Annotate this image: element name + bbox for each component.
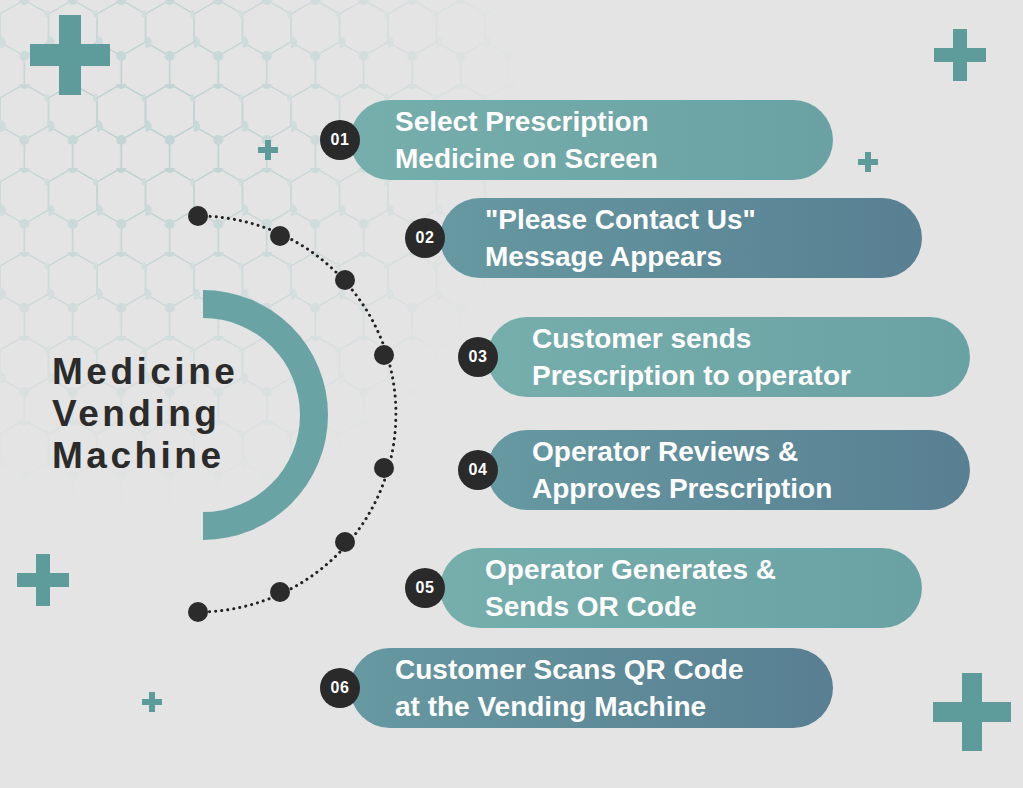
plus-sign [258,147,278,153]
step-badge: 01 [320,120,360,160]
step-band: 01Select Prescription Medicine on Screen [350,100,833,180]
plus-signs [17,15,1011,751]
arc-dot [335,532,355,552]
step-badge: 03 [458,337,498,377]
plus-sign [142,699,162,705]
arc-dot [270,582,290,602]
plus-sign [17,573,69,587]
step-label: Customer sends Prescription to operator [532,320,872,394]
arc-dot [335,270,355,290]
step-label: Select Prescription Medicine on Screen [395,103,695,177]
step-band: 04Operator Reviews & Approves Prescripti… [487,430,970,510]
arc-dot [188,206,208,226]
arc-dot [188,602,208,622]
step-label: Operator Reviews & Approves Prescription [532,433,862,507]
arc-dot [374,458,394,478]
diagram-title: Medicine Vending Machine [52,351,267,477]
step-badge: 05 [405,568,445,608]
step-number: 06 [331,679,350,697]
step-band: 06Customer Scans QR Code at the Vending … [350,648,833,728]
arc-dot [270,226,290,246]
half-ring [203,290,328,540]
step-band: 05Operator Generates & Sends OR Code [440,548,922,628]
dotted-arc [198,216,396,612]
step-band: 03Customer sends Prescription to operato… [487,317,970,397]
plus-sign [858,159,878,165]
plus-sign [934,48,986,62]
step-badge: 04 [458,450,498,490]
step-number: 05 [416,579,435,597]
step-number: 02 [416,229,435,247]
arc-dot [374,345,394,365]
step-badge: 02 [405,218,445,258]
molecule-background [0,0,560,560]
step-number: 01 [331,131,350,149]
plus-sign [933,702,1011,722]
step-band: 02"Please Contact Us" Message Appears [440,198,922,278]
step-label: Operator Generates & Sends OR Code [485,551,805,625]
step-number: 04 [469,461,488,479]
step-label: Customer Scans QR Code at the Vending Ma… [395,651,755,725]
step-badge: 06 [320,668,360,708]
step-number: 03 [469,348,488,366]
plus-sign [30,44,110,66]
step-label: "Please Contact Us" Message Appears [485,201,805,275]
